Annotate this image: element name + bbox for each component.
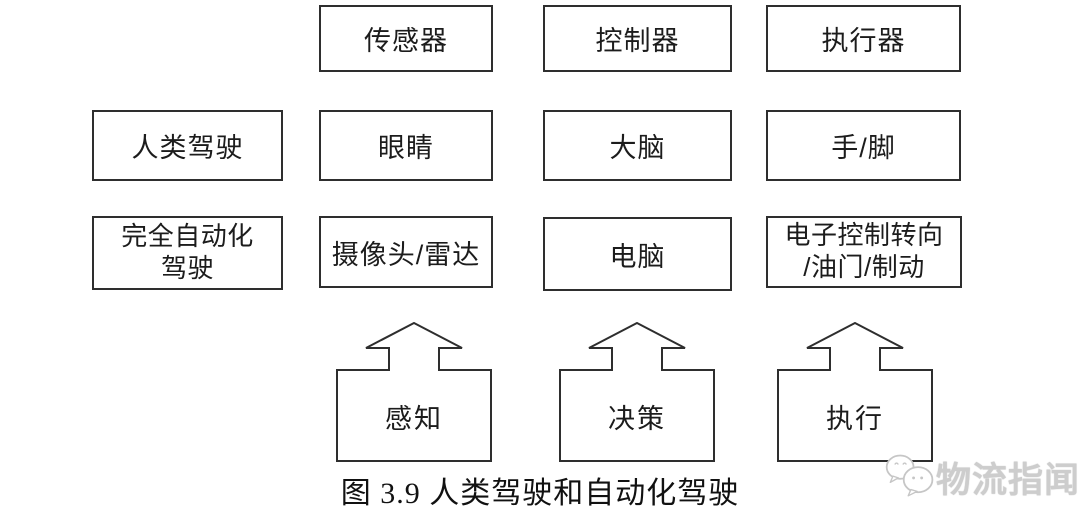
watermark-text: 物流指闻	[935, 460, 1080, 500]
up-arrow-box-icon	[777, 322, 933, 462]
cell-auto-electronic-control: 电子控制转向 /油门/制动	[766, 216, 962, 288]
row-label-human-driving: 人类驾驶	[92, 110, 283, 181]
process-label-decision: 决策	[608, 403, 666, 434]
header-box-controller: 控制器	[543, 5, 732, 72]
process-label-execution: 执行	[826, 403, 884, 434]
figure-caption: 图 3.9 人类驾驶和自动化驾驶	[340, 477, 740, 510]
cell-human-eyes: 眼睛	[319, 110, 493, 181]
process-shape-execution: 执行	[776, 322, 934, 463]
header-box-sensor: 传感器	[319, 5, 493, 72]
cell-human-brain: 大脑	[543, 110, 732, 181]
watermark: 物流指闻	[884, 446, 1080, 508]
up-arrow-box-icon	[559, 322, 715, 462]
process-label-perception: 感知	[385, 403, 443, 434]
row-label-automated-driving: 完全自动化 驾驶	[92, 216, 283, 290]
process-shape-decision: 决策	[558, 322, 716, 463]
cell-auto-computer: 电脑	[543, 217, 732, 291]
cell-auto-camera-radar: 摄像头/雷达	[319, 216, 493, 288]
process-shape-perception: 感知	[335, 322, 493, 463]
speech-bubbles-logo-icon	[885, 454, 934, 497]
header-box-actuator: 执行器	[766, 5, 961, 72]
cell-human-hands-feet: 手/脚	[766, 110, 961, 181]
up-arrow-box-icon	[336, 322, 492, 462]
